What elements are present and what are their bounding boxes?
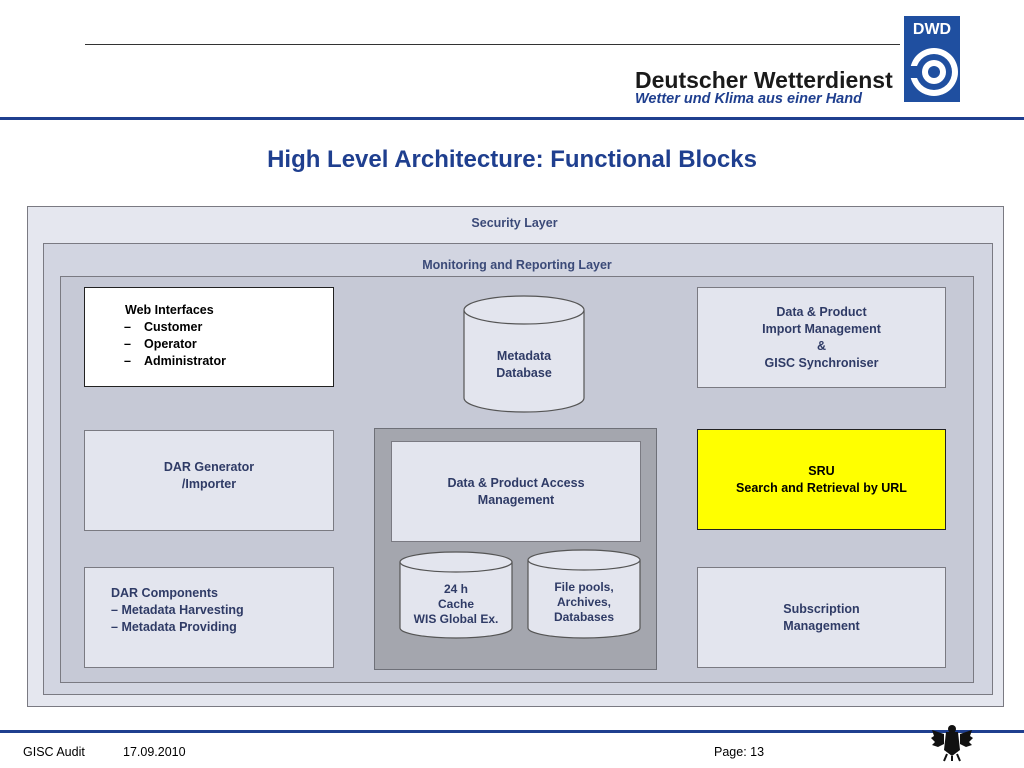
cache-label: 24 h Cache WIS Global Ex. xyxy=(413,582,499,626)
brand-tagline: Wetter und Klima aus einer Hand xyxy=(635,91,862,107)
logo-text: DWD xyxy=(913,21,951,38)
list-item: Metadata Harvesting xyxy=(111,602,333,619)
import-management-box: Data & Product Import Management & GISC … xyxy=(697,287,946,388)
list-item: Operator xyxy=(125,336,333,353)
cache-cylinder xyxy=(399,551,513,639)
dwd-logo: DWD xyxy=(900,14,962,106)
list-item: Metadata Providing xyxy=(111,619,333,636)
monitoring-layer-label: Monitoring and Reporting Layer xyxy=(422,258,612,272)
dar-generator-box: DAR Generator /Importer xyxy=(84,430,334,531)
metadata-database-cylinder xyxy=(463,295,585,413)
page-title: High Level Architecture: Functional Bloc… xyxy=(267,146,757,173)
sru-box: SRU Search and Retrieval by URL xyxy=(697,429,946,530)
header-bar xyxy=(0,117,1024,120)
header-rule xyxy=(85,44,905,45)
web-interfaces-box: Web Interfaces Customer Operator Adminis… xyxy=(84,287,334,387)
dar-components-list: Metadata Harvesting Metadata Providing xyxy=(111,602,333,636)
metadata-database-label: Metadata Database xyxy=(496,349,552,380)
dar-components-box: DAR Components Metadata Harvesting Metad… xyxy=(84,567,334,668)
access-management-label: Data & Product Access Management xyxy=(447,475,585,507)
footer-date: 17.09.2010 xyxy=(123,745,186,759)
list-item: Administrator xyxy=(125,353,333,370)
brand-name: Deutscher Wetterdienst xyxy=(635,67,893,93)
file-pools-cylinder xyxy=(527,549,641,639)
web-interfaces-title: Web Interfaces xyxy=(125,303,214,317)
dar-components-title: DAR Components xyxy=(111,586,218,600)
list-item: Customer xyxy=(125,319,333,336)
web-interfaces-list: Customer Operator Administrator xyxy=(125,319,333,370)
dar-generator-label: DAR Generator /Importer xyxy=(163,460,255,491)
access-management-box: Data & Product Access Management xyxy=(391,441,641,542)
eagle-icon xyxy=(931,725,973,762)
import-management-label: Data & Product Import Management & GISC … xyxy=(762,304,881,370)
subscription-label: Subscription Management xyxy=(783,601,860,633)
security-layer-label: Security Layer xyxy=(471,216,558,230)
footer-bar xyxy=(0,730,1024,733)
sru-label: SRU Search and Retrieval by URL xyxy=(736,463,907,495)
subscription-box: Subscription Management xyxy=(697,567,946,668)
file-pools-label: File pools, Archives, Databases xyxy=(553,580,615,624)
footer-left: GISC Audit xyxy=(23,745,85,759)
footer-page: Page: 13 xyxy=(714,745,765,759)
